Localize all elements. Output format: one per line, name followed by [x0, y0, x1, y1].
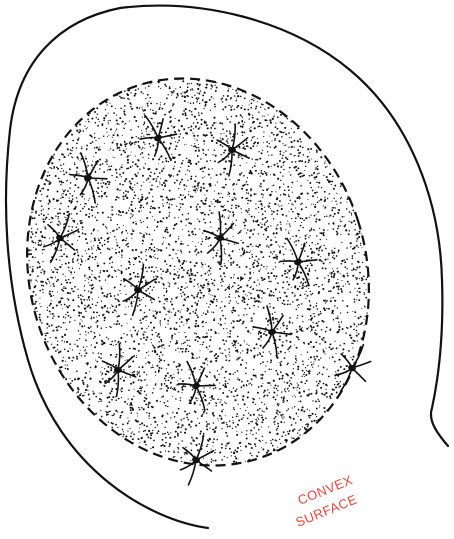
star-marker-icon	[251, 303, 294, 361]
star-marker-group	[36, 106, 380, 490]
stippled-region	[27, 79, 368, 466]
star-marker-icon	[101, 343, 138, 397]
star-marker-icon	[213, 122, 253, 178]
star-marker-icon	[117, 261, 161, 319]
